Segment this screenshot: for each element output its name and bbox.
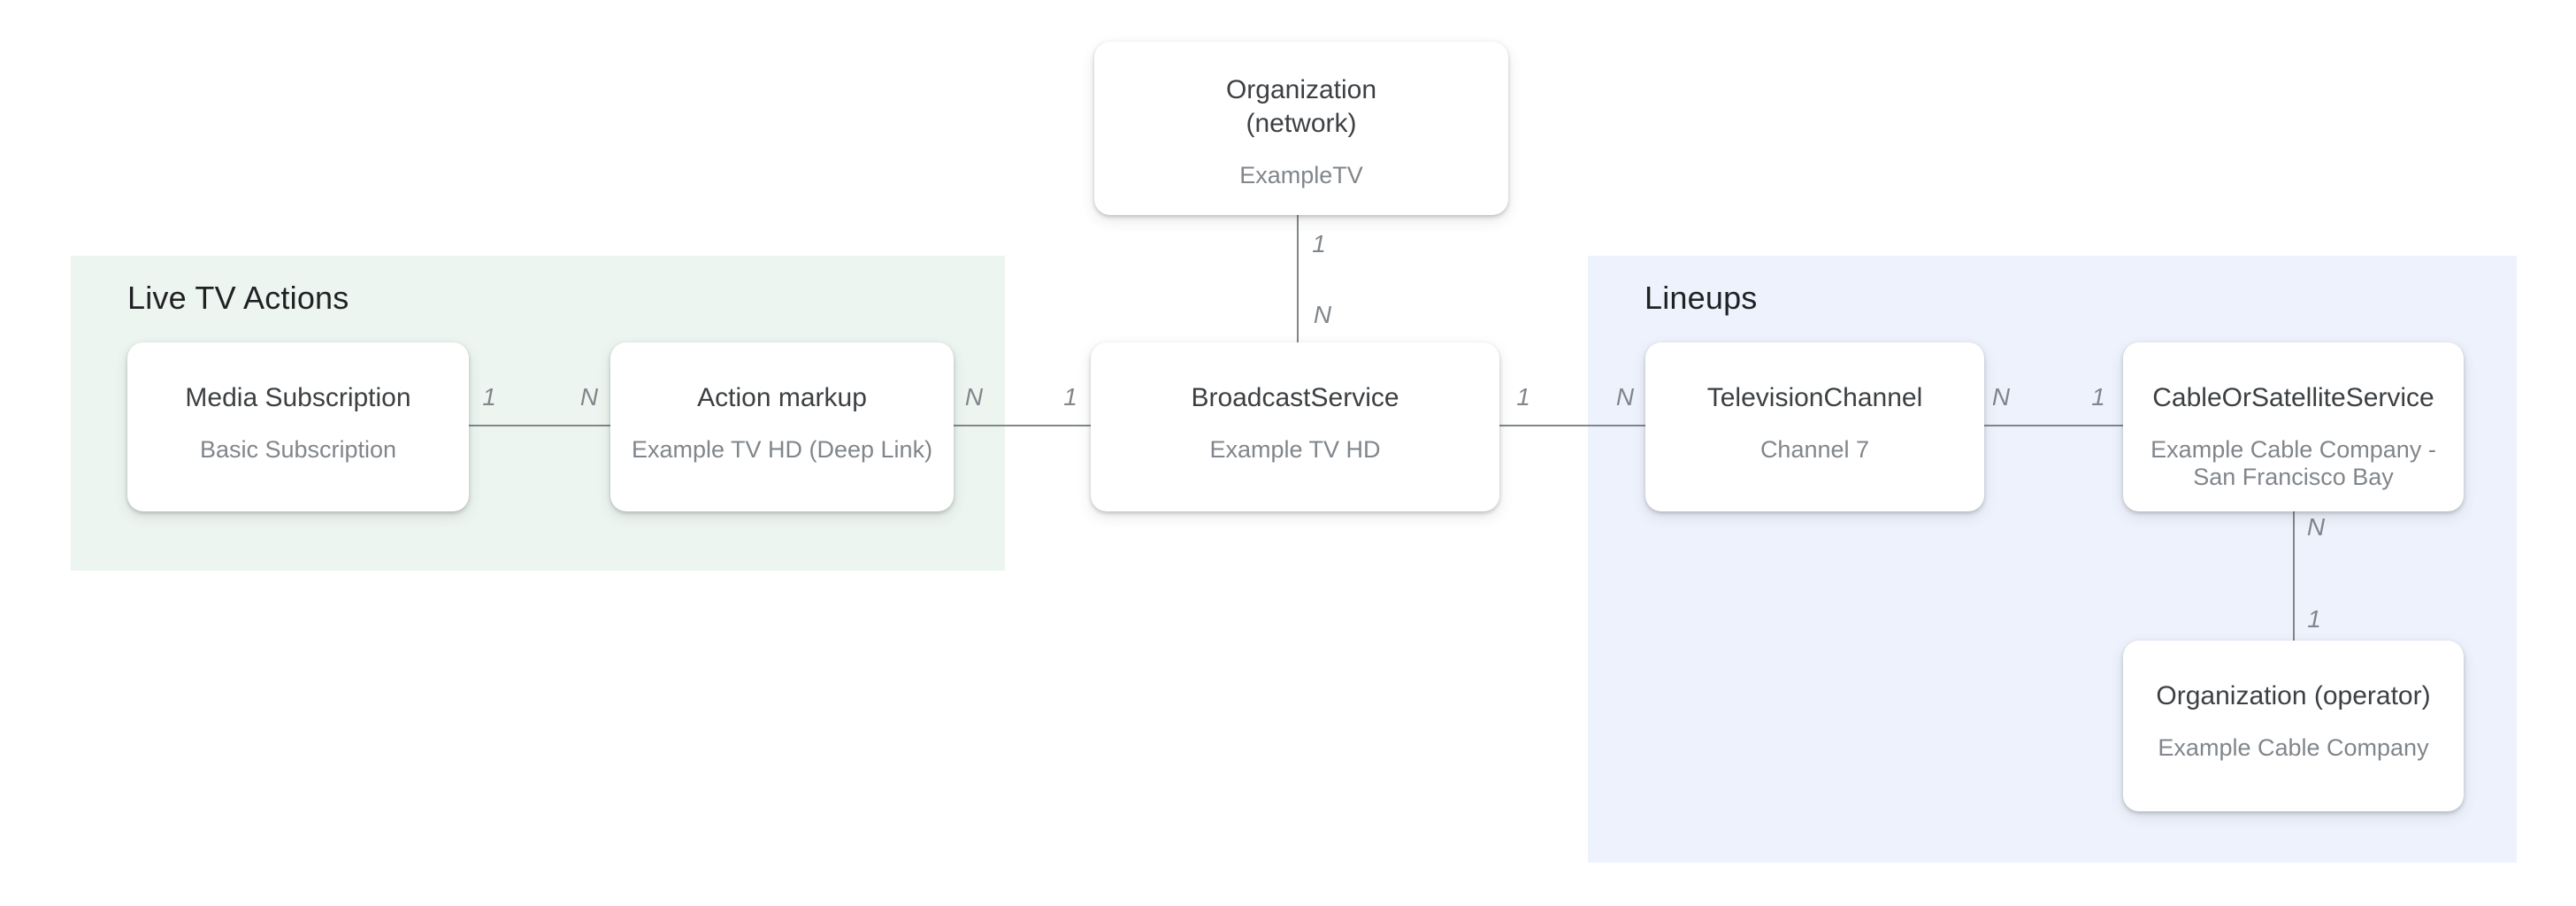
node-subtitle: Channel 7 <box>1760 436 1870 463</box>
node-cable-or-satellite-service: CableOrSatelliteService Example Cable Co… <box>2123 342 2464 511</box>
node-subtitle: ExampleTV <box>1239 162 1363 188</box>
node-media-subscription: Media Subscription Basic Subscription <box>127 342 469 511</box>
cardinality-label: 1 <box>1063 383 1077 411</box>
node-title: CableOrSatelliteService <box>2152 383 2434 412</box>
node-organization-network: Organization (network) ExampleTV <box>1094 42 1508 215</box>
node-broadcast-service: BroadcastService Example TV HD <box>1091 342 1499 511</box>
node-television-channel: TelevisionChannel Channel 7 <box>1645 342 1984 511</box>
node-title: Organization (network) <box>1225 75 1377 138</box>
edge-broadcast-to-television-channel-line <box>1499 425 1645 426</box>
node-title: Media Subscription <box>185 383 411 412</box>
cardinality-label: 1 <box>2307 605 2321 633</box>
cardinality-label: N <box>2306 513 2326 541</box>
node-subtitle: Basic Subscription <box>199 436 397 463</box>
cardinality-label: 1 <box>482 383 496 411</box>
edge-action-markup-to-broadcast-line <box>954 425 1091 426</box>
cardinality-label: 1 <box>1312 230 1326 257</box>
cardinality-label: N <box>964 383 984 411</box>
node-subtitle: Example TV HD (Deep Link) <box>631 436 933 463</box>
cardinality-label: 1 <box>1516 383 1530 411</box>
node-subtitle: Example TV HD <box>1209 436 1381 463</box>
group-label-live-tv-actions: Live TV Actions <box>127 280 349 316</box>
edge-org-network-to-broadcast-line <box>1297 215 1299 342</box>
node-action-markup: Action markup Example TV HD (Deep Link) <box>610 342 954 511</box>
node-title: Organization (operator) <box>2156 681 2431 710</box>
cardinality-label: N <box>579 383 599 411</box>
edge-cable-to-org-operator-line <box>2293 511 2295 641</box>
cardinality-label: N <box>1615 383 1635 411</box>
node-organization-operator: Organization (operator) Example Cable Co… <box>2123 641 2464 811</box>
node-title: BroadcastService <box>1191 383 1399 412</box>
node-title: TelevisionChannel <box>1706 383 1923 412</box>
group-label-lineups: Lineups <box>1644 280 1758 316</box>
cardinality-label: 1 <box>2091 383 2105 411</box>
cardinality-label: N <box>1313 301 1332 328</box>
edge-media-subscription-to-action-markup-line <box>469 425 610 426</box>
node-title: Action markup <box>697 383 867 412</box>
edge-television-channel-to-cable-line <box>1984 425 2123 426</box>
cardinality-label: N <box>1991 383 2011 411</box>
node-subtitle: Example Cable Company - San Francisco Ba… <box>2150 436 2436 490</box>
node-subtitle: Example Cable Company <box>2158 734 2429 761</box>
